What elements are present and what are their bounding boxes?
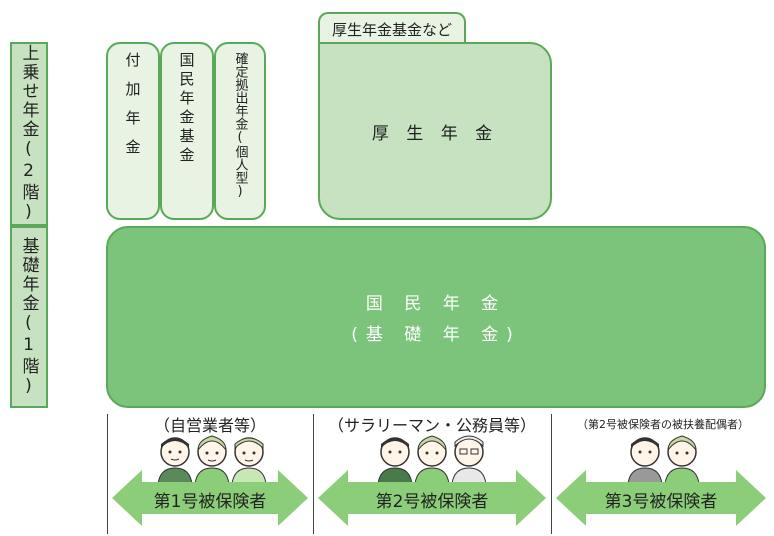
divider-middle-1: [313, 414, 314, 534]
divider-middle-2: [551, 414, 552, 534]
kokumin-nenkin-kikin-box: 国民年金基金: [160, 42, 214, 220]
person-icon: [194, 435, 230, 484]
person-icon: [627, 437, 663, 484]
upper-tier-label: 上乗せ年金(2階): [10, 42, 48, 226]
double-arrow-1: [112, 470, 308, 526]
kosei-nenkin-box: 厚 生 年 金: [318, 42, 552, 220]
person-icon: [664, 435, 700, 484]
fuka-nenkin-box: 付加年金: [106, 42, 160, 220]
person-icon: [414, 435, 450, 484]
group-label-2: （サラリーマン・公務員等）: [327, 416, 536, 435]
group-label-1: （自営業者等）: [153, 416, 266, 435]
people-illustration-3: [627, 435, 700, 484]
kakutei-kyoshutsu-box: 確定拠出年金(個人型): [214, 42, 266, 220]
group-label-3: （第2号被保険者の被扶養配偶者）: [577, 418, 749, 431]
arrow-label-3: 第3号被保険者: [604, 492, 718, 512]
people-illustration-1: [157, 435, 267, 484]
basic-tier-label: 基礎年金(1階): [10, 226, 48, 408]
double-arrow-3: [556, 470, 766, 526]
person-icon: [377, 437, 413, 484]
person-icon: [157, 437, 193, 484]
kosei-nenkin-label: 厚 生 年 金: [371, 123, 499, 144]
person-icon: [451, 435, 487, 484]
arrow-label-2: 第2号被保険者: [375, 492, 489, 512]
divider-left: [107, 414, 108, 534]
people-illustration-2: [377, 435, 487, 484]
double-arrow-2: [318, 470, 546, 526]
person-icon: [231, 437, 267, 484]
kokumin-nenkin-label: 国 民 年 金: [365, 294, 507, 314]
kokumin-nenkin-box: 国 民 年 金 (基 礎 年 金): [106, 226, 766, 408]
arrow-label-1: 第1号被保険者: [153, 492, 267, 512]
kosei-kikin-tab: 厚生年金基金など: [318, 12, 466, 44]
kiso-nenkin-label: (基 礎 年 金): [351, 325, 521, 345]
